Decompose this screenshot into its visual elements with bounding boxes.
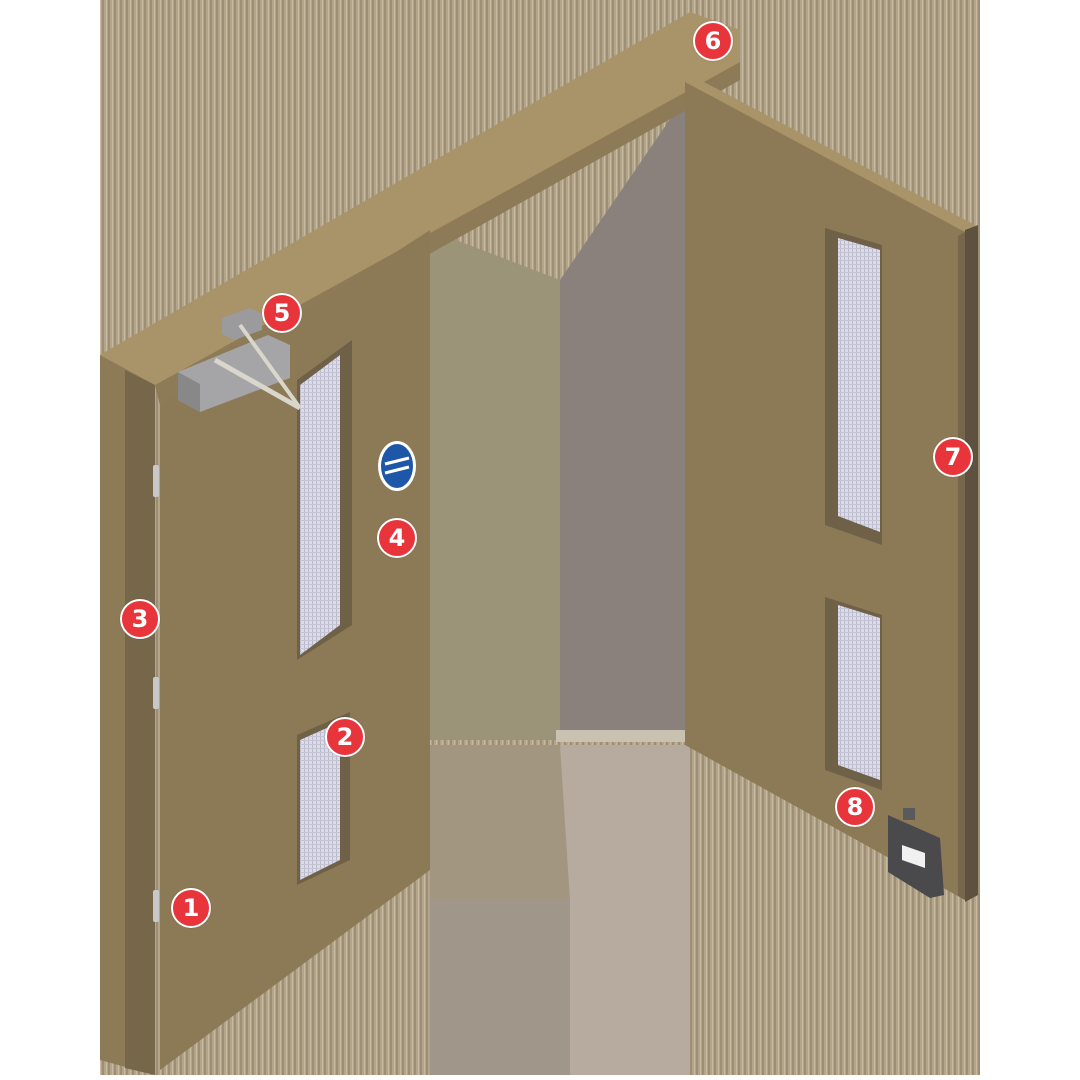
callout-4[interactable]: 4 (377, 518, 417, 558)
callout-8[interactable]: 8 (835, 787, 875, 827)
callout-2[interactable]: 2 (325, 717, 365, 757)
callout-6[interactable]: 6 (693, 21, 733, 61)
door-leaf-left (153, 230, 430, 1070)
callout-5[interactable]: 5 (262, 293, 302, 333)
hold-open-device (888, 808, 944, 898)
callout-1[interactable]: 1 (171, 888, 211, 928)
door-closer (178, 308, 302, 412)
callout-3[interactable]: 3 (120, 599, 160, 639)
door-leaf-right (685, 72, 978, 902)
door-frame-jamb-left (100, 355, 155, 1075)
callout-7[interactable]: 7 (933, 437, 973, 477)
fire-door-sign-icon (378, 441, 416, 491)
